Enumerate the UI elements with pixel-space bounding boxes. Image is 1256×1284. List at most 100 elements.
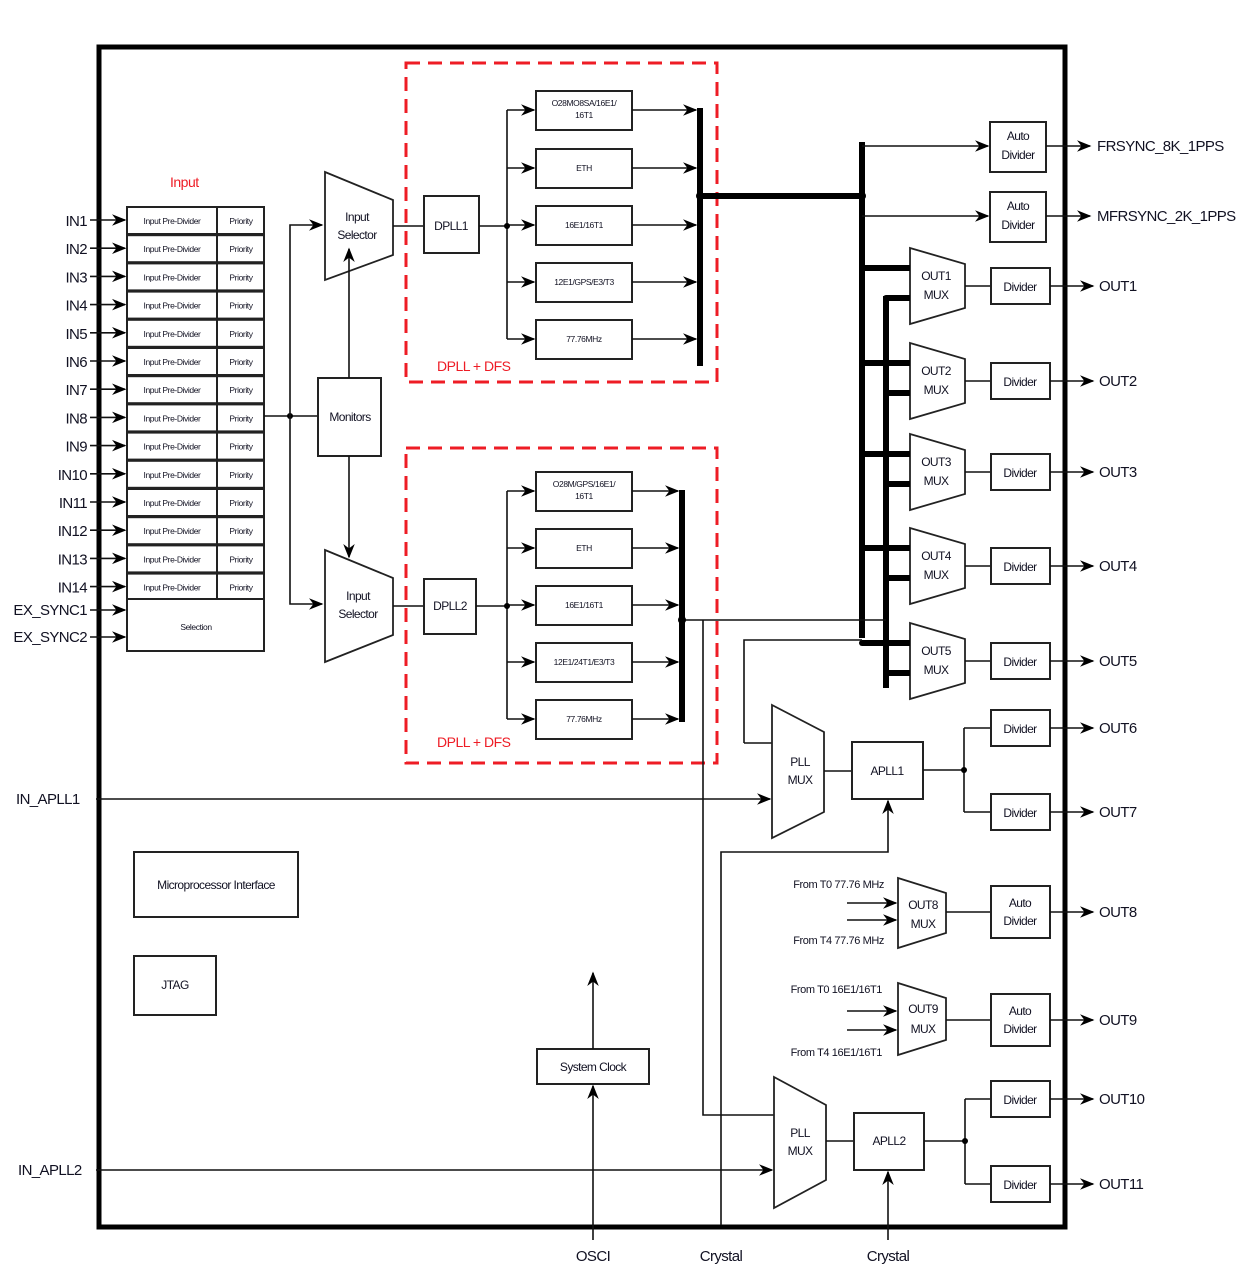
system-clock-label: System Clock [560, 1060, 628, 1074]
output-label-out9: OUT9 [1099, 1012, 1137, 1029]
auto-divider-label: Divider [1001, 218, 1035, 232]
pll-mux-2-label-b: MUX [788, 1144, 813, 1158]
output-label-out8: OUT8 [1099, 904, 1137, 921]
input-label-in8: IN8 [65, 410, 87, 427]
divider-label: Divider [1003, 1093, 1037, 1107]
dfs-block [535, 642, 633, 683]
output-label-out2: OUT2 [1099, 373, 1137, 390]
out-mux-label: OUT2 [921, 364, 952, 378]
input-pre-divider [126, 544, 218, 574]
priority-label: Priority [229, 442, 253, 452]
dfs-label: 77.76MHz [566, 714, 602, 724]
out-mux-3 [909, 432, 966, 512]
output-label-out4: OUT4 [1099, 558, 1137, 575]
out-mux-1 [909, 246, 966, 326]
divider-label: Divider [1003, 806, 1037, 820]
pll-mux-1-label-a: PLL [790, 755, 810, 769]
priority-block [216, 488, 265, 517]
pre-divider-label: Input Pre-Divider [144, 301, 202, 311]
priority-label: Priority [229, 470, 253, 480]
pre-divider-label: Input Pre-Divider [144, 272, 202, 282]
dfs-stack-2: O28M/GPS/16E1/16T1ETH16E1/16T112E1/24T1/… [476, 471, 680, 740]
pre-divider-label: Input Pre-Divider [144, 385, 202, 395]
divider-label: Divider [1003, 280, 1037, 294]
priority-block [216, 290, 265, 320]
dfs-label: 16E1/16T1 [565, 220, 604, 230]
out8-source-t4: From T4 77.76 MHz [793, 935, 884, 947]
priority-label: Priority [229, 244, 253, 254]
pre-divider-label: Input Pre-Divider [144, 526, 202, 536]
auto-divider-label: Auto [1007, 129, 1030, 143]
out9-source-t0: From T0 16E1/16T1 [791, 984, 883, 996]
out8-mux-label-b: MUX [911, 917, 936, 931]
output-label-out7: OUT7 [1099, 804, 1137, 821]
apll1-label: APLL1 [870, 764, 904, 778]
input-label-in3: IN3 [65, 269, 87, 286]
priority-label: Priority [229, 554, 253, 564]
divider-label: Divider [1003, 466, 1037, 480]
input-label-in4: IN4 [65, 298, 87, 315]
microprocessor-interface-label: Microprocessor Interface [157, 878, 276, 892]
divider-block [990, 709, 1051, 747]
apll2-label: APLL2 [872, 1134, 906, 1148]
crystal-label-2: Crystal [867, 1248, 910, 1265]
pll-mux-1-label-b: MUX [788, 773, 813, 787]
auto-divider-label: Divider [1001, 148, 1035, 162]
pre-divider-label: Input Pre-Divider [144, 498, 202, 508]
out-mux-label: MUX [924, 663, 949, 677]
out9-mux-label-b: MUX [911, 1022, 936, 1036]
dfs-label: 77.76MHz [566, 334, 602, 344]
dpll-dfs-group-2 [404, 446, 719, 765]
output-label-out5: OUT5 [1099, 653, 1137, 670]
priority-block [216, 431, 265, 461]
input-label-in1: IN1 [65, 213, 87, 230]
output-label-out1: OUT1 [1099, 278, 1137, 295]
out-mux-4 [909, 526, 966, 606]
out-mux-2 [909, 341, 966, 421]
input-pre-divider [126, 375, 218, 405]
dfs-label: 16T1 [575, 491, 593, 501]
out9-source-t4: From T4 16E1/16T1 [791, 1047, 883, 1059]
priority-block [216, 516, 265, 546]
output-label-out11: OUT11 [1099, 1176, 1143, 1193]
dpll-dfs-label-2: DPLL + DFS [437, 734, 511, 750]
divider-label: Divider [1003, 722, 1037, 736]
priority-block [216, 318, 265, 348]
out-mux-5 [909, 621, 966, 701]
priority-label: Priority [229, 357, 253, 367]
priority-block [216, 347, 265, 376]
in-apll2-label: IN_APLL2 [18, 1162, 82, 1179]
dfs-label: ETH [576, 543, 592, 553]
dfs-label: 16T1 [575, 110, 593, 120]
apll2-block [853, 1112, 925, 1171]
priority-label: Priority [229, 413, 253, 423]
input-selector-2 [324, 548, 394, 664]
out-mux-label: MUX [924, 383, 949, 397]
priority-block [216, 206, 265, 235]
dfs-label: O28M/GPS/16E1/ [553, 479, 616, 489]
input-pre-divider [126, 347, 218, 376]
output-label-out6: OUT6 [1099, 720, 1137, 737]
out-mux-label: OUT4 [921, 549, 952, 563]
output-label-out3: OUT3 [1099, 464, 1137, 481]
ex-sync1-label: EX_SYNC1 [13, 602, 87, 619]
jtag-block [133, 955, 217, 1016]
dfs-block [535, 205, 633, 246]
microprocessor-interface-block [133, 851, 299, 918]
out8-mux [897, 876, 947, 950]
pll-mux-2 [773, 1075, 827, 1210]
input-selector-2-label-a: Input [346, 589, 371, 603]
out-mux-label: OUT5 [921, 644, 952, 658]
input-selector-2-label-b: Selector [338, 607, 378, 621]
input-label-in9: IN9 [65, 439, 87, 456]
monitors-label: Monitors [329, 410, 371, 424]
monitors-block [317, 377, 382, 457]
priority-block [216, 403, 265, 433]
out8-mux-label-a: OUT8 [908, 898, 939, 912]
auto-divider-block [989, 191, 1047, 243]
auto-divider-block [990, 885, 1051, 939]
selection-label: Selection [180, 622, 212, 632]
osci-label: OSCI [576, 1248, 610, 1265]
